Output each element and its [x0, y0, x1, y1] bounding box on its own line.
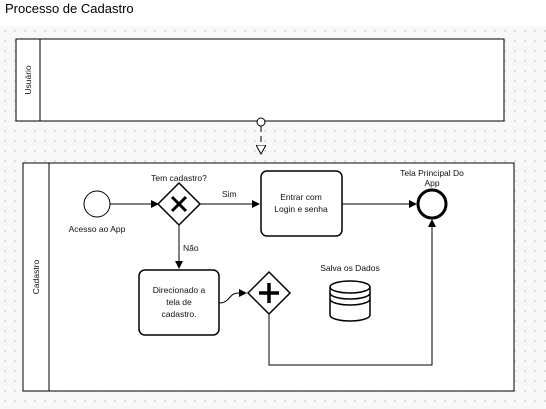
- flow-redirect-to-parallel[interactable]: [218, 289, 247, 304]
- gateway-no-label: Não: [183, 243, 199, 253]
- pool-label-usuario: Usuário: [23, 65, 33, 95]
- data-store-icon[interactable]: [329, 280, 371, 322]
- task-redirect-line-1: Direcionado a: [153, 285, 206, 295]
- exclusive-gateway[interactable]: [156, 181, 202, 227]
- task-redirect-line-3: cadastro.: [162, 309, 197, 319]
- x-mark-icon: [170, 195, 188, 213]
- message-flow[interactable]: [256, 117, 266, 154]
- start-event[interactable]: [83, 190, 111, 218]
- task-redirect-line-2: tela de: [166, 297, 192, 307]
- end-event-label-line-1: Tela Principal Do: [400, 168, 464, 178]
- flow-parallel-to-end[interactable]: [268, 219, 436, 366]
- message-flow-start-icon: [256, 117, 266, 127]
- end-event[interactable]: [416, 188, 448, 220]
- start-event-label: Acesso ao App: [69, 224, 126, 234]
- gateway-question-label: Tem cadastro?: [151, 173, 207, 183]
- task-redirect[interactable]: Direcionado a tela de cadastro.: [138, 269, 220, 336]
- plus-mark-icon: [259, 283, 279, 303]
- task-login-line-2: Login e senha: [274, 204, 328, 214]
- page-title: Processo de Cadastro: [5, 1, 134, 16]
- gateway-yes-label: Sim: [222, 189, 237, 199]
- task-login-line-1: Entrar com: [280, 192, 322, 202]
- data-store-label: Salva os Dados: [320, 263, 380, 273]
- pool-usuario[interactable]: Usuário: [15, 38, 505, 122]
- end-event-label-line-2: App: [424, 178, 439, 188]
- pool-label-cadastro: Cadastro: [31, 259, 41, 294]
- task-login[interactable]: Entrar com Login e senha: [260, 170, 343, 237]
